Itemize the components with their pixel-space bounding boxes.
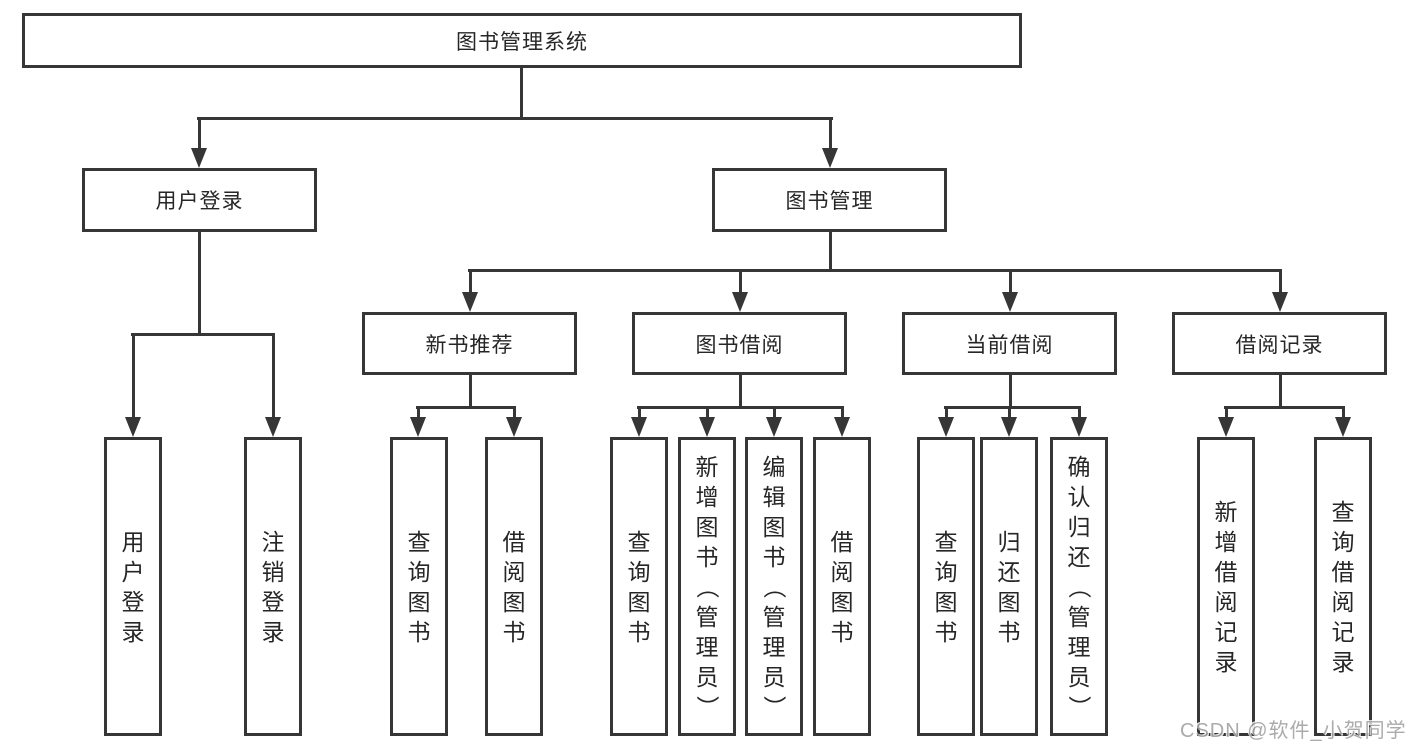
leaf-cb-return-book: 归还图书	[980, 437, 1038, 736]
node-current-borrow: 当前借阅	[902, 312, 1117, 375]
leaf-cb-return-book-label: 归还图书	[997, 528, 1021, 645]
arrow-head	[1272, 292, 1288, 312]
arrow-head	[1218, 417, 1234, 437]
node-root: 图书管理系统	[22, 13, 1022, 68]
node-book-borrow: 图书借阅	[632, 312, 847, 375]
connector-line	[1225, 407, 1228, 419]
connector-line	[1009, 270, 1012, 294]
connector-line	[638, 407, 641, 419]
node-new-book-recommend: 新书推荐	[362, 312, 577, 375]
leaf-br-add-record-label: 新增借阅记录	[1214, 498, 1238, 675]
connector-line	[198, 232, 201, 335]
leaf-br-add-record: 新增借阅记录	[1197, 437, 1255, 736]
connector-line	[520, 68, 523, 118]
leaf-br-query-record-label: 查询借阅记录	[1331, 498, 1355, 675]
leaf-nbr-query-book: 查询图书	[390, 437, 448, 736]
connector-line	[197, 117, 833, 120]
leaf-bb-edit-book-label: 编辑图书（管理员）	[761, 453, 787, 719]
leaf-bb-add-book: 新增图书（管理员）	[678, 437, 736, 736]
csdn-watermark: CSDN @软件_小贺同学	[1180, 720, 1405, 742]
arrow-head	[265, 417, 281, 437]
connector-line	[1279, 375, 1282, 408]
node-root-label: 图书管理系统	[456, 30, 588, 54]
arrow-head	[125, 417, 141, 437]
leaf-user-login-label: 用户登录	[121, 528, 145, 645]
leaf-nbr-borrow-book-label: 借阅图书	[502, 528, 526, 645]
connector-line	[469, 270, 472, 294]
arrow-head	[462, 292, 478, 312]
arrow-head	[1001, 417, 1017, 437]
arrow-head	[1071, 417, 1087, 437]
leaf-nbr-borrow-book: 借阅图书	[485, 437, 543, 736]
arrow-head	[766, 417, 782, 437]
node-borrow-records: 借阅记录	[1172, 312, 1387, 375]
node-borrow-records-label: 借阅记录	[1235, 333, 1324, 357]
node-book-borrow-label: 图书借阅	[695, 333, 784, 357]
connector-line	[1279, 270, 1282, 294]
node-book-management-label: 图书管理	[785, 190, 874, 213]
connector-line	[829, 232, 832, 271]
leaf-cb-query-book-label: 查询图书	[934, 528, 958, 645]
connector-line	[198, 118, 201, 150]
connector-line	[1078, 407, 1081, 419]
leaf-cb-confirm-return-label: 确认归还（管理员）	[1066, 453, 1092, 719]
connector-line	[841, 407, 844, 419]
leaf-bb-query-book-label: 查询图书	[627, 528, 651, 645]
arrow-head	[631, 417, 647, 437]
connector-line	[739, 375, 742, 408]
arrow-head	[506, 417, 522, 437]
arrow-head	[1335, 417, 1351, 437]
node-user-login: 用户登录	[82, 168, 317, 232]
arrow-head	[699, 417, 715, 437]
node-current-borrow-label: 当前借阅	[965, 333, 1054, 357]
leaf-bb-add-book-label: 新增图书（管理员）	[694, 453, 720, 719]
connector-line	[468, 269, 1282, 272]
arrow-head	[822, 148, 838, 168]
leaf-user-login: 用户登录	[104, 437, 162, 736]
connector-line	[131, 333, 275, 336]
node-user-login-label: 用户登录	[155, 190, 244, 213]
leaf-bb-edit-book: 编辑图书（管理员）	[745, 437, 803, 736]
leaf-bb-borrow-book: 借阅图书	[813, 437, 871, 736]
connector-line	[739, 270, 742, 294]
connector-line	[272, 334, 275, 419]
leaf-bb-borrow-book-label: 借阅图书	[830, 528, 854, 645]
leaf-nbr-query-book-label: 查询图书	[407, 528, 431, 645]
connector-line	[706, 407, 709, 419]
connector-line	[1224, 406, 1345, 409]
connector-line	[513, 407, 516, 419]
leaf-br-query-record: 查询借阅记录	[1314, 437, 1372, 736]
connector-line	[1008, 407, 1011, 419]
connector-line	[944, 406, 1081, 409]
node-book-management: 图书管理	[712, 168, 947, 232]
leaf-cb-confirm-return: 确认归还（管理员）	[1050, 437, 1108, 736]
arrow-head	[191, 148, 207, 168]
connector-line	[637, 406, 844, 409]
connector-line	[829, 118, 832, 150]
arrow-head	[938, 417, 954, 437]
connector-line	[132, 334, 135, 419]
leaf-bb-query-book: 查询图书	[610, 437, 668, 736]
arrow-head	[1002, 292, 1018, 312]
connector-line	[417, 407, 420, 419]
arrow-head	[834, 417, 850, 437]
arrow-head	[410, 417, 426, 437]
leaf-logout-label: 注销登录	[261, 528, 285, 645]
connector-line	[469, 375, 472, 408]
connector-line	[1342, 407, 1345, 419]
connector-line	[416, 406, 516, 409]
connector-line	[773, 407, 776, 419]
arrow-head	[732, 292, 748, 312]
connector-line	[1009, 375, 1012, 408]
connector-line	[945, 407, 948, 419]
leaf-logout: 注销登录	[244, 437, 302, 736]
leaf-cb-query-book: 查询图书	[917, 437, 975, 736]
node-new-book-recommend-label: 新书推荐	[425, 333, 514, 357]
